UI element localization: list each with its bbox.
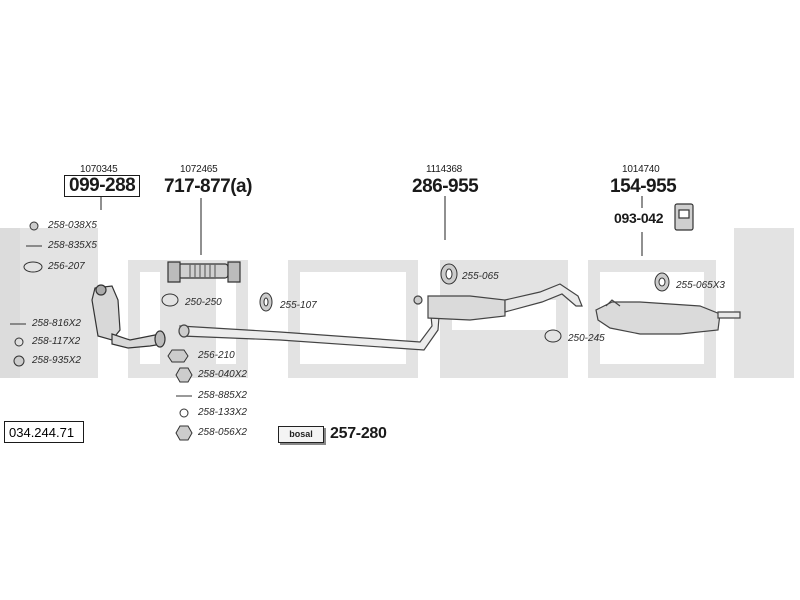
- fitting-code[interactable]: 255-065X3: [676, 280, 725, 291]
- leader-lines: [100, 196, 643, 256]
- rear-silencer-part[interactable]: [595, 299, 741, 335]
- fitting-code[interactable]: 256-210: [198, 350, 235, 361]
- clamp-icon: [544, 329, 562, 343]
- nut-icon: [13, 355, 25, 367]
- fitting-code[interactable]: 255-107: [280, 300, 317, 311]
- rear-silencer-ref: 1014740: [622, 164, 660, 175]
- washer-icon: [179, 408, 189, 418]
- fitting-code[interactable]: 258-816X2: [32, 318, 81, 329]
- middle-silencer-part[interactable]: [413, 283, 583, 321]
- fittings-icons: [10, 221, 670, 441]
- catalyst-part-number[interactable]: 099-288: [64, 175, 141, 197]
- rear-silencer-part-number[interactable]: 154-955: [610, 176, 677, 197]
- diagram-id: 034.244.71: [4, 421, 84, 443]
- washer-icon: [14, 337, 24, 347]
- bosal-watermark: [0, 228, 794, 378]
- fitting-code[interactable]: 258-117X2: [32, 336, 81, 347]
- hanger-093-042-part[interactable]: [674, 203, 694, 231]
- fitting-code[interactable]: 258-038X5: [48, 220, 97, 231]
- bosal-logo-badge: bosal: [278, 426, 324, 443]
- fitting-code[interactable]: 258-133X2: [198, 407, 247, 418]
- fitting-code[interactable]: 258-056X2: [198, 427, 247, 438]
- nut-icon: [175, 367, 193, 383]
- fitting-code[interactable]: 258-040X2: [198, 369, 247, 380]
- clamp-icon: [161, 293, 179, 307]
- mounting-kit-part-number[interactable]: 257-280: [330, 425, 387, 442]
- middle-silencer-part-number[interactable]: 286-955: [412, 176, 479, 197]
- middle-silencer-ref: 1114368: [426, 164, 463, 175]
- fitting-code[interactable]: 258-935X2: [32, 355, 81, 366]
- nut-icon: [29, 221, 39, 231]
- front-pipe-ref: 1072465: [180, 164, 218, 175]
- fitting-code[interactable]: 258-885X2: [198, 390, 247, 401]
- fitting-code[interactable]: 255-065: [462, 271, 499, 282]
- front-pipe-part[interactable]: [167, 261, 241, 283]
- fitting-code[interactable]: 256-207: [48, 261, 85, 272]
- fitting-code[interactable]: 250-245: [568, 333, 605, 344]
- gasket-icon: [167, 349, 189, 363]
- ring-icon: [23, 261, 43, 273]
- catalyst-part[interactable]: [91, 284, 166, 349]
- nut-icon: [175, 425, 193, 441]
- fitting-code[interactable]: 258-835X5: [48, 240, 97, 251]
- hanger-part-number[interactable]: 093-042: [614, 210, 664, 226]
- catalyst-ref: 1070345: [80, 164, 118, 175]
- front-pipe-part-number[interactable]: 717-877(a): [164, 176, 252, 197]
- fitting-code[interactable]: 250-250: [185, 297, 222, 308]
